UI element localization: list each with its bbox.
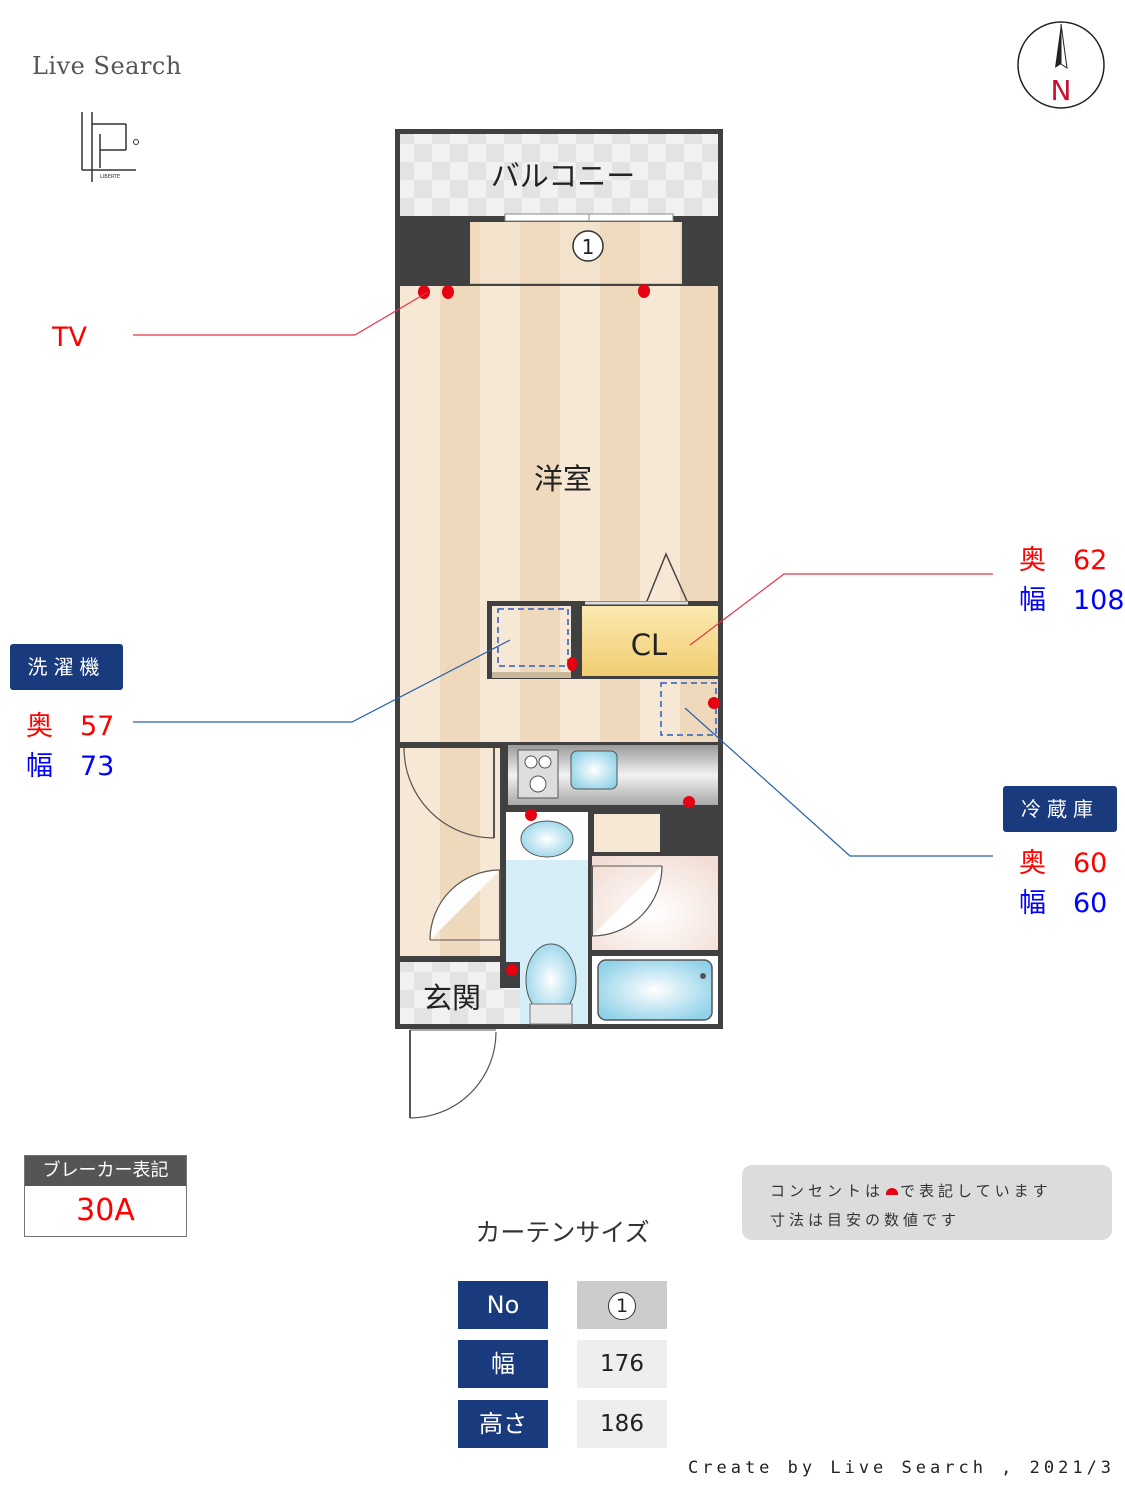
north-compass-icon: N xyxy=(1017,21,1105,109)
compass-north-label: N xyxy=(1051,74,1072,107)
brand-name: Live Search xyxy=(32,52,182,80)
tv-label: TV xyxy=(52,322,87,353)
entrance-label: 玄関 xyxy=(423,981,481,1015)
fridge-tag: 冷蔵庫 xyxy=(1003,786,1117,832)
balcony-area xyxy=(400,134,718,216)
fridge-leader-line xyxy=(684,707,993,857)
breaker-value: 30A xyxy=(76,1193,135,1228)
curtain-value-no: 1 xyxy=(577,1281,667,1329)
curtain-value-width: 176 xyxy=(577,1340,667,1388)
kitchen-sink xyxy=(570,750,618,790)
outlet-markers xyxy=(418,284,720,976)
note-line-2: 寸法は目安の数値です xyxy=(770,1211,961,1229)
balcony-label: バルコニー xyxy=(491,159,635,193)
hallway-floor xyxy=(400,748,500,956)
svg-text:LIBERTE: LIBERTE xyxy=(100,174,120,180)
breaker-title: ブレーカー表記 xyxy=(25,1156,186,1186)
wash-basin xyxy=(520,820,574,858)
bathtub xyxy=(597,959,713,1021)
dressing-area xyxy=(592,856,718,952)
closet-leader-line xyxy=(689,573,993,646)
western-room-label: 洋室 xyxy=(534,462,592,496)
curtain-key-no: No xyxy=(458,1281,548,1329)
curtain-value-height: 186 xyxy=(577,1400,667,1448)
closet-label: CL xyxy=(631,628,667,662)
note-line-1: コンセントはで表記しています xyxy=(770,1182,1052,1200)
washer-space xyxy=(492,606,571,673)
window-number: 1 xyxy=(582,235,595,259)
liberte-logo: LIBERTE xyxy=(81,112,139,182)
curtain-key-height: 高さ xyxy=(458,1400,548,1448)
washer-tag: 洗濯機 xyxy=(10,644,123,690)
outlet-icon xyxy=(886,1188,899,1195)
curtain-size-title: カーテンサイズ xyxy=(475,1218,650,1247)
curtain-key-width: 幅 xyxy=(458,1340,548,1388)
closet-door-arrow xyxy=(646,552,688,602)
floor-plan: バルコニー 洋室 CL 玄関 1 xyxy=(133,129,993,1119)
fridge-space xyxy=(660,682,717,736)
tv-leader-line xyxy=(133,291,429,336)
credit-line: Create by Live Search , 2021/3 xyxy=(688,1458,1116,1478)
outlet-note: コンセントはで表記しています 寸法は目安の数値です xyxy=(742,1165,1112,1240)
breaker-box: ブレーカー表記 30A xyxy=(24,1155,187,1237)
washer-leader-line xyxy=(133,639,511,723)
